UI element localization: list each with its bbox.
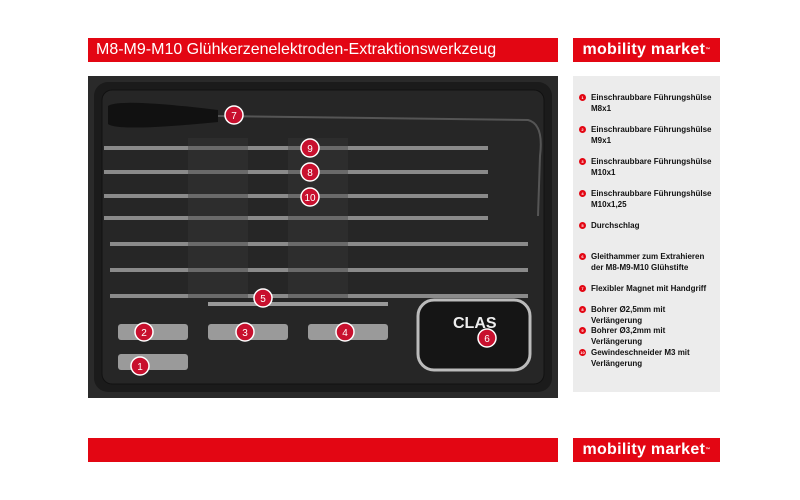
magnet-handle [108, 102, 218, 128]
svg-text:9: 9 [307, 144, 313, 155]
item-text: Einschraubbare Führungshülse M10x1,25 [591, 189, 712, 209]
item-number: 9 [579, 327, 586, 334]
item-number: 3 [579, 158, 586, 165]
photo-brand: CLAS [453, 315, 497, 332]
item-number: 6 [579, 253, 586, 260]
svg-text:7: 7 [231, 111, 237, 122]
legend-item: 1 Einschraubbare Führungshülse M8x1 [579, 92, 717, 114]
brand-logo-bottom: mobility market™ [573, 438, 720, 462]
item-text: Einschraubbare Führungshülse M10x1 [591, 157, 712, 177]
item-text: Einschraubbare Führungshülse M8x1 [591, 93, 712, 113]
logo-tm: ™ [705, 447, 711, 453]
legend-item: 4 Einschraubbare Führungshülse M10x1,25 [579, 188, 717, 210]
svg-text:2: 2 [141, 328, 147, 339]
item-text: Einschraubbare Führungshülse M9x1 [591, 125, 712, 145]
photo-marker-8: 8 [300, 162, 320, 182]
photo-marker-1: 1 [130, 356, 150, 376]
product-photo: CLAS 1 2 3 4 5 6 7 8 9 10 [88, 76, 558, 398]
item-text: Durchschlag [591, 221, 640, 230]
photo-marker-9: 9 [300, 138, 320, 158]
logo-text: mobility market [582, 441, 706, 458]
legend-item: 5 Durchschlag [579, 220, 717, 231]
item-text: Gewindeschneider M3 mit Verlängerung [591, 348, 690, 368]
photo-marker-2: 2 [134, 322, 154, 342]
item-text: Bohrer Ø2,5mm mit Verlängerung [591, 305, 666, 325]
item-text: Bohrer Ø3,2mm mit Verlängerung [591, 326, 666, 346]
legend-item: 10 Gewindeschneider M3 mit Verlängerung [579, 347, 717, 369]
svg-text:10: 10 [304, 193, 316, 204]
item-number: 8 [579, 306, 586, 313]
legend-item: 6 Gleithammer zum Extrahieren der M8-M9-M… [579, 251, 717, 273]
item-text: Flexibler Magnet mit Handgriff [591, 284, 707, 293]
photo-marker-3: 3 [235, 322, 255, 342]
legend-item: 9 Bohrer Ø3,2mm mit Verlängerung [579, 325, 717, 347]
item-number: 2 [579, 126, 586, 133]
legend-item: 7 Flexibler Magnet mit Handgriff [579, 283, 717, 294]
legend-item: 3 Einschraubbare Führungshülse M10x1 [579, 156, 717, 178]
svg-text:6: 6 [484, 334, 490, 345]
page-title: M8-M9-M10 Glühkerzenelektroden-Extraktio… [88, 38, 558, 62]
svg-text:3: 3 [242, 328, 248, 339]
photo-marker-10: 10 [300, 187, 320, 207]
svg-text:8: 8 [307, 168, 313, 179]
photo-marker-7: 7 [224, 105, 244, 125]
item-number: 7 [579, 285, 586, 292]
item-number: 1 [579, 94, 586, 101]
logo-tm: ™ [705, 47, 711, 53]
legend-item: 2 Einschraubbare Führungshülse M9x1 [579, 124, 717, 146]
svg-text:1: 1 [137, 362, 143, 373]
item-number: 10 [579, 349, 586, 356]
svg-text:5: 5 [260, 294, 266, 305]
photo-marker-4: 4 [335, 322, 355, 342]
item-number: 5 [579, 222, 586, 229]
item-number: 4 [579, 190, 586, 197]
photo-marker-5: 5 [253, 288, 273, 308]
item-text: Gleithammer zum Extrahieren der M8-M9-M1… [591, 252, 705, 272]
svg-text:4: 4 [342, 328, 348, 339]
logo-text: mobility market [582, 41, 706, 58]
photo-marker-6: 6 [477, 328, 497, 348]
footer-bar [88, 438, 558, 462]
legend-item: 8 Bohrer Ø2,5mm mit Verlängerung [579, 304, 717, 326]
brand-logo-top: mobility market™ [573, 38, 720, 62]
